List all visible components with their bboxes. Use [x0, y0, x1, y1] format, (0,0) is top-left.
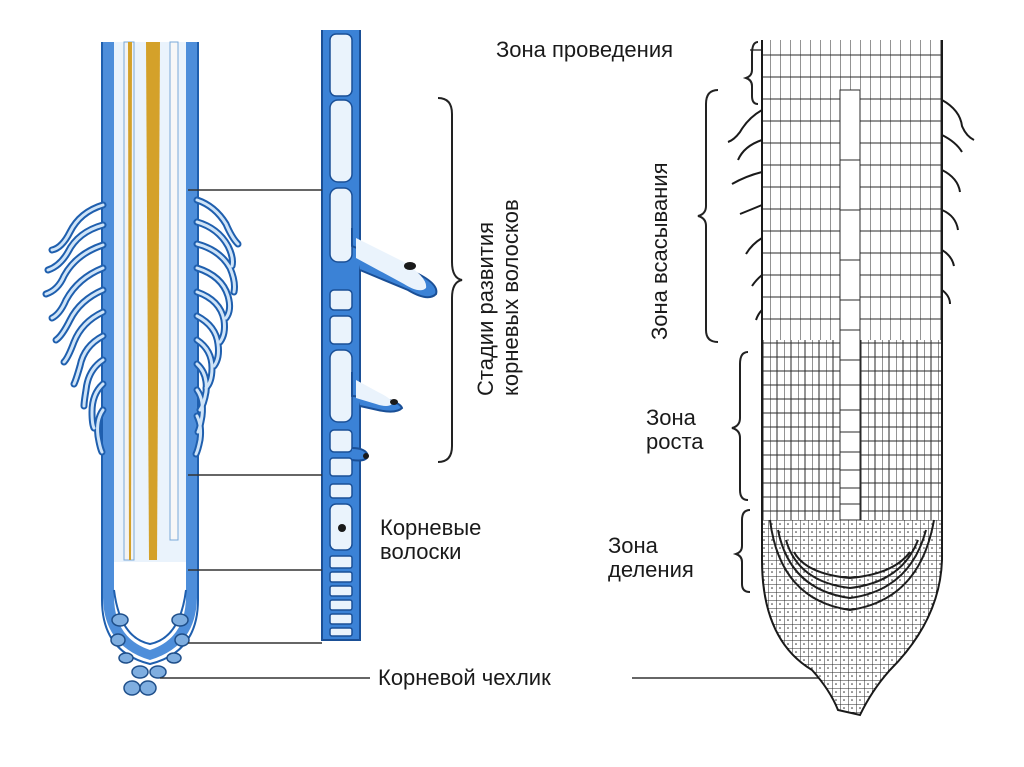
label-hair-stages-line1: Стадии развития: [474, 199, 499, 396]
label-root-hairs-line2: волоски: [380, 540, 481, 564]
label-hair-stages: Стадии развития корневых волосков: [474, 199, 523, 396]
root-longitudinal-view: [102, 42, 198, 695]
label-division-zone: Зона деления: [608, 534, 694, 582]
label-root-hairs-line1: Корневые: [380, 516, 481, 540]
root-cell-section: [728, 40, 974, 720]
label-root-cap: Корневой чехлик: [378, 666, 551, 690]
zone-brackets: [698, 42, 758, 592]
label-root-hairs: Корневые волоски: [380, 516, 481, 564]
label-growth-zone-line2: роста: [646, 430, 704, 454]
label-growth-zone-line1: Зона: [646, 406, 704, 430]
label-division-zone-line1: Зона: [608, 534, 694, 558]
label-division-zone-line2: деления: [608, 558, 694, 582]
label-hair-stages-line2: корневых волосков: [499, 199, 524, 396]
root-hairs-right-inner: [196, 200, 238, 454]
label-conduction-zone: Зона проведения: [496, 38, 673, 62]
label-absorption-zone: Зона всасывания: [648, 162, 673, 340]
label-growth-zone: Зона роста: [646, 406, 704, 454]
hair-stages-bracket: [438, 98, 462, 462]
